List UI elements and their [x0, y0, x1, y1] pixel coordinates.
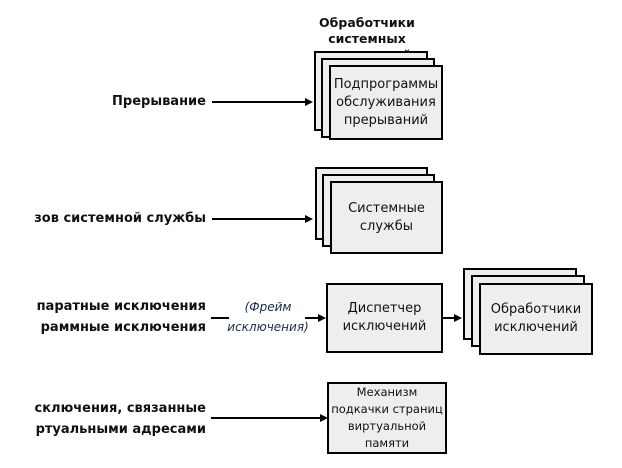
- arrow-interrupt: [212, 101, 306, 103]
- arrowhead-icon: [320, 414, 328, 422]
- exception-frame-note: (Фрейм исключения): [222, 297, 314, 337]
- box-line: исключений: [342, 319, 427, 334]
- arrow-exceptions-left: [211, 317, 229, 319]
- virtual-memory-pager-box: Механизм подкачки страниц виртуальной па…: [327, 382, 447, 454]
- system-services-box: Системные службы: [330, 181, 443, 254]
- source-line: ртуальными адресами: [35, 422, 206, 437]
- source-label-system-call: зов системной службы: [34, 208, 206, 229]
- arrowhead-icon: [305, 98, 313, 106]
- arrowhead-icon: [305, 215, 313, 223]
- arrow-dispatcher-to-handlers: [443, 317, 455, 319]
- source-label-virtual-address: сключения, связанные ртуальными адресами: [35, 398, 206, 440]
- source-line: паратные исключения: [36, 299, 206, 314]
- box-line: обслуживания: [336, 94, 436, 110]
- arrowhead-icon: [318, 314, 326, 322]
- box-line: исключений: [494, 320, 578, 335]
- note-line: (Фрейм: [244, 300, 292, 314]
- interrupt-handlers-box: Подпрограммы обслуживания прерываний: [329, 65, 443, 140]
- arrow-virtual-address: [211, 417, 321, 419]
- box-line: памяти: [364, 436, 410, 450]
- title-line-1: Обработчики системных: [319, 15, 415, 46]
- source-line: зов системной службы: [34, 211, 206, 226]
- box-line: Подпрограммы: [333, 76, 439, 92]
- source-label-interrupt: Прерывание: [112, 91, 206, 112]
- exception-handlers-box: Обработчики исключений: [479, 283, 593, 355]
- arrowhead-icon: [454, 314, 462, 322]
- arrow-system-call: [212, 218, 306, 220]
- box-line: виртуальной: [347, 419, 427, 433]
- arrow-exceptions-right: [305, 317, 319, 319]
- source-line: раммные исключения: [40, 320, 206, 335]
- box-line: Обработчики: [490, 302, 582, 317]
- box-line: подкачки страниц: [331, 402, 443, 416]
- source-line: сключения, связанные: [34, 401, 206, 416]
- note-line: исключения): [227, 320, 309, 334]
- box-line: Системные: [348, 200, 425, 216]
- box-line: службы: [359, 218, 414, 234]
- box-line: Диспетчер: [347, 301, 422, 316]
- exception-dispatcher-box: Диспетчер исключений: [326, 283, 443, 353]
- box-line: прерываний: [343, 112, 429, 128]
- source-label-exceptions: паратные исключения раммные исключения: [37, 296, 206, 338]
- source-line: Прерывание: [112, 94, 206, 109]
- box-line: Механизм: [356, 385, 418, 399]
